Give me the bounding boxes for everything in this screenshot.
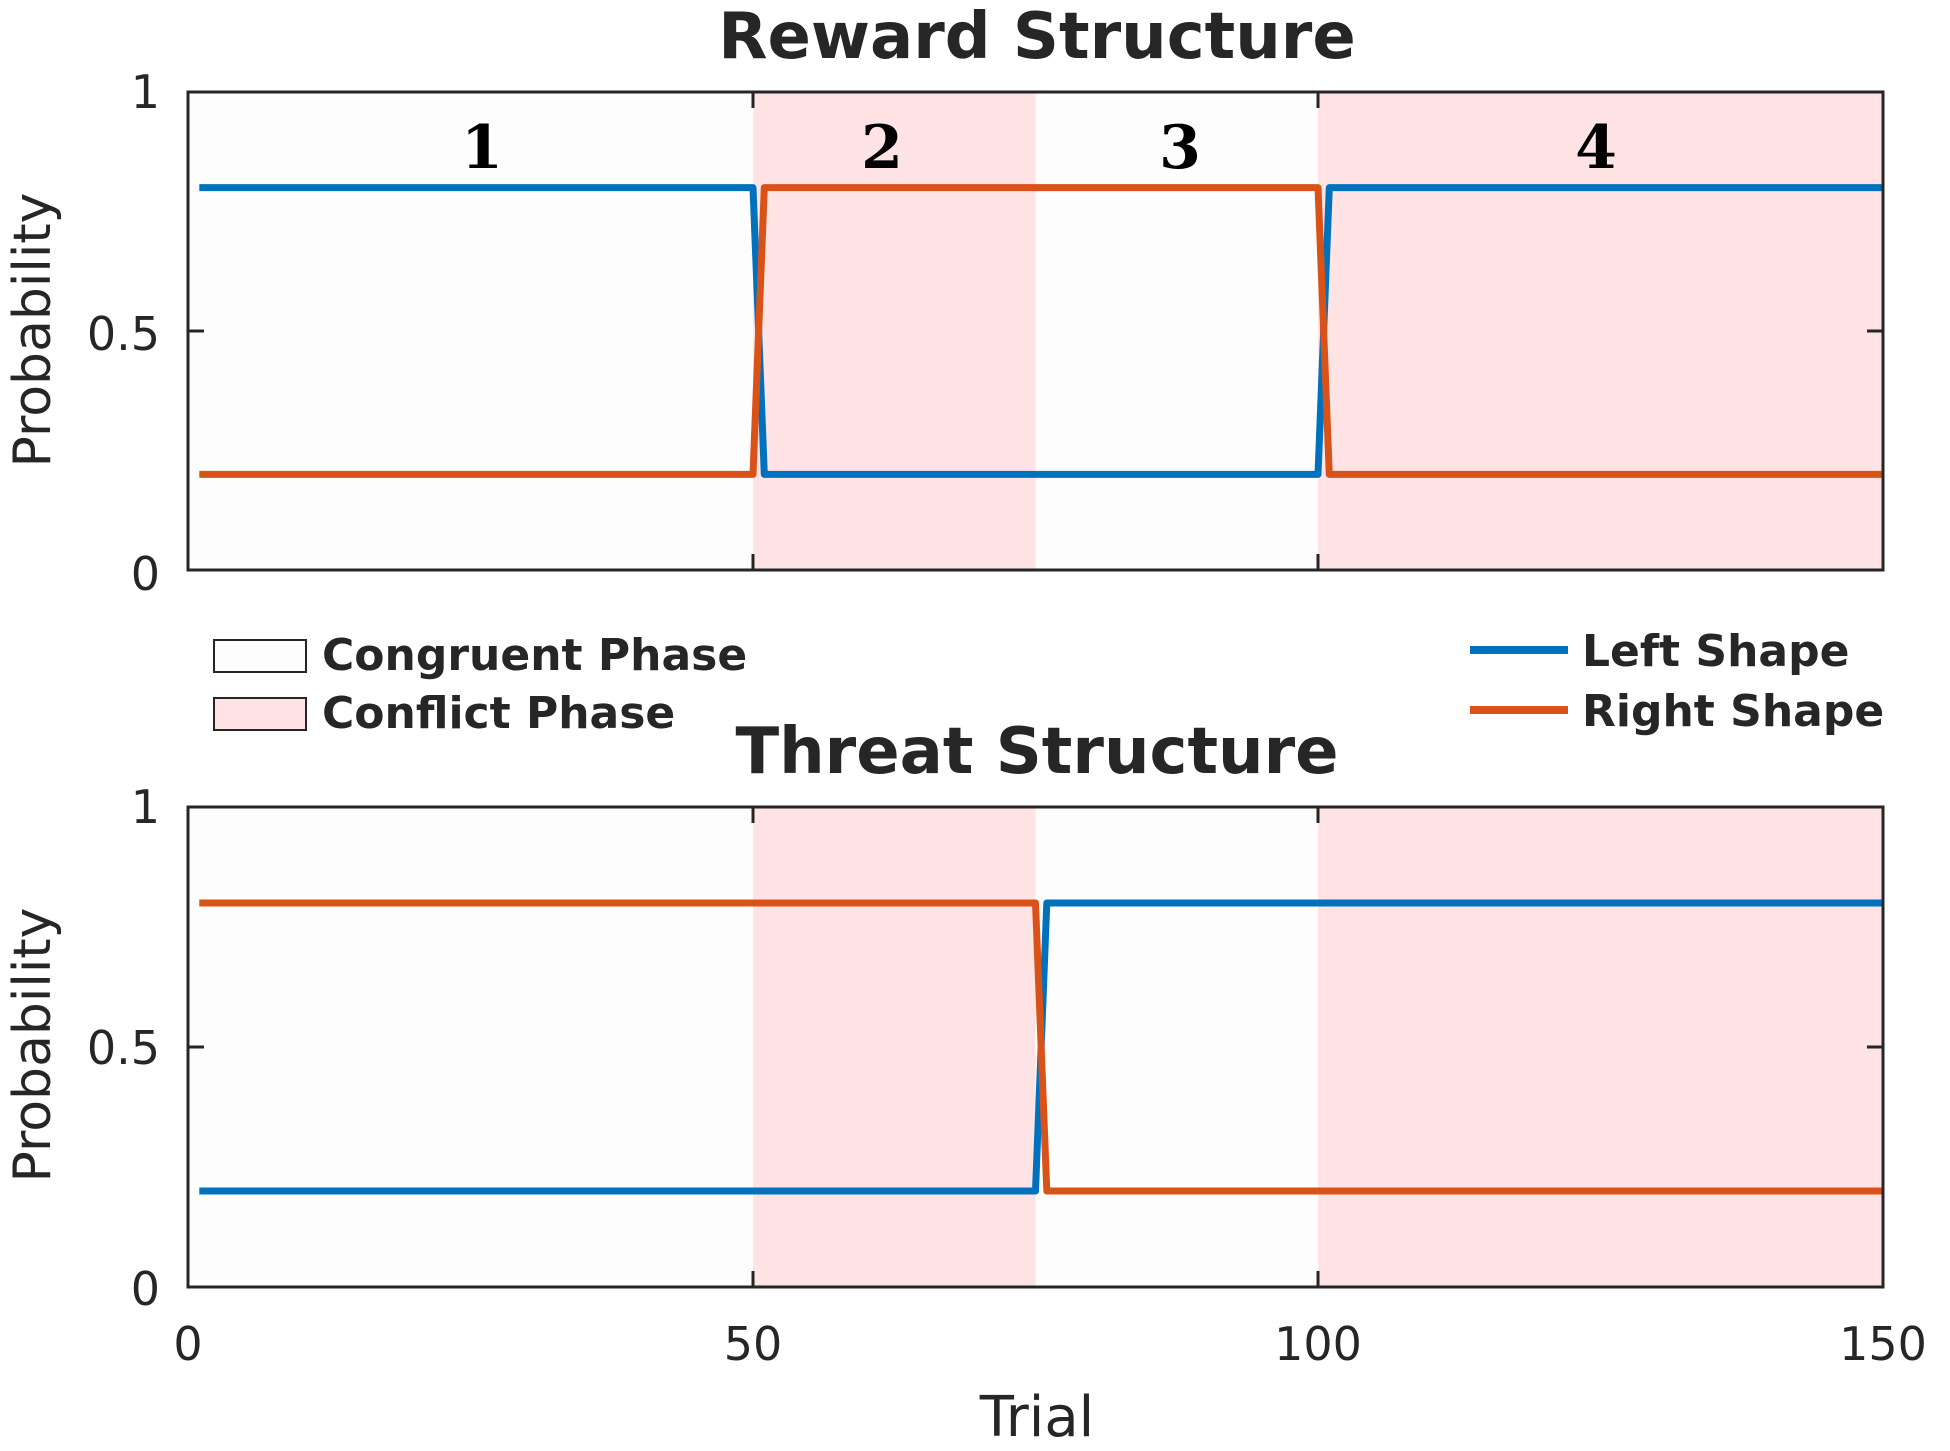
xtick-label-50: 50 <box>724 1317 783 1371</box>
xtick-label-0: 0 <box>173 1317 202 1371</box>
tick-marks <box>186 90 1885 572</box>
congruent-legend-label: Congruent Phase <box>322 630 747 681</box>
reward-structure-panel: Reward Structure 1 0.5 0 Probability 1 2… <box>3 0 1885 601</box>
right-shape-line <box>199 899 1883 1195</box>
phase-label-4: 4 <box>1575 113 1617 183</box>
conflict-legend-label: Conflict Phase <box>322 688 675 739</box>
right-shape-legend-label: Right Shape <box>1582 686 1884 737</box>
reward-structure-title: Reward Structure <box>718 0 1356 74</box>
left-shape-line <box>199 184 1883 478</box>
phase-label-3: 3 <box>1159 113 1201 183</box>
series-lines <box>199 184 1883 478</box>
tick-marks <box>186 805 1885 1289</box>
ytick-label-0-5: 0.5 <box>87 307 160 361</box>
xtick-label-150: 150 <box>1839 1317 1927 1371</box>
conflict-phase-region-1 <box>753 92 1036 570</box>
ytick-label-0: 0 <box>131 1262 160 1316</box>
ytick-label-0: 0 <box>131 547 160 601</box>
plot-area-background <box>188 807 1883 1287</box>
phase-legend: Congruent Phase Conflict Phase <box>213 630 747 739</box>
x-axis-label: Trial <box>979 1385 1094 1450</box>
plot-area-background <box>188 92 1883 570</box>
series-lines <box>199 899 1883 1195</box>
ytick-label-1: 1 <box>131 65 160 119</box>
y-axis-label: Probability <box>3 908 63 1183</box>
conflict-phase-region-2 <box>1318 92 1883 570</box>
xtick-label-100: 100 <box>1274 1317 1362 1371</box>
phase-label-2: 2 <box>861 113 903 183</box>
phase-label-1: 1 <box>461 113 503 183</box>
conflict-swatch <box>213 697 307 731</box>
left-shape-legend-label: Left Shape <box>1582 626 1849 677</box>
congruent-swatch <box>213 639 307 673</box>
ytick-label-0-5: 0.5 <box>87 1021 160 1075</box>
line-legend: Left Shape Right Shape <box>1470 626 1884 737</box>
ytick-label-1: 1 <box>131 780 160 834</box>
y-axis-label: Probability <box>3 193 63 468</box>
threat-structure-title: Threat Structure <box>735 715 1338 789</box>
conflict-phase-region-1 <box>753 807 1036 1287</box>
threat-structure-panel: Threat Structure 1 0.5 0 Probability 0 5… <box>3 715 1927 1450</box>
conflict-phase-region-2 <box>1318 807 1883 1287</box>
right-shape-line <box>199 184 1883 478</box>
